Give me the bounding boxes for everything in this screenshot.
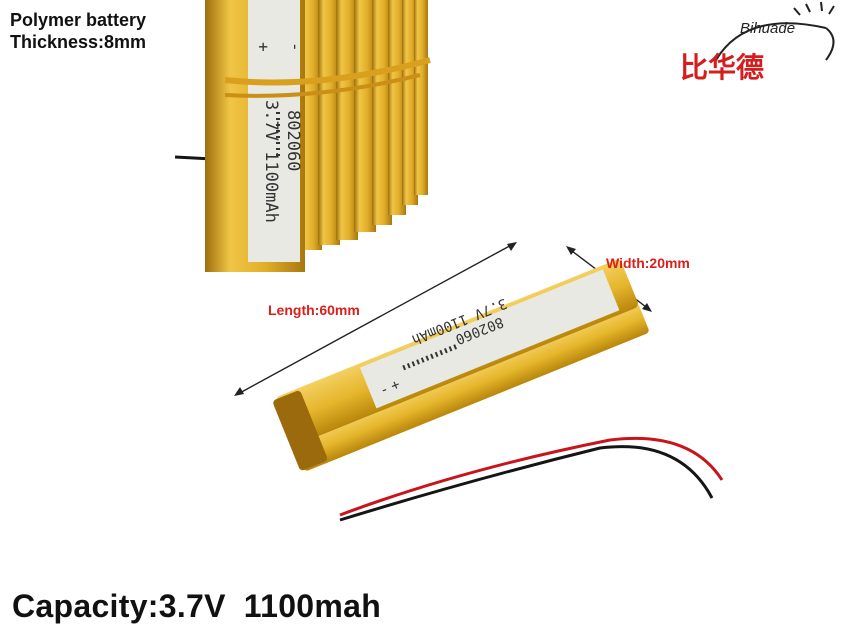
single-barcode (402, 344, 458, 371)
single-wire-red (339, 436, 724, 517)
title-line-1: Polymer battery (10, 10, 147, 30)
capacity-line: Capacity:3.7V 1100mah (12, 588, 381, 625)
stack-spec-text: 3.7V 1100mAh (261, 100, 281, 223)
logo-brand-cn: 比华德 (680, 51, 765, 84)
length-label: Length:60mm (268, 302, 360, 318)
single-battery: 802060 3.7V 1100mAh + - (273, 259, 724, 522)
title-line-2: Thickness:8mm (10, 31, 147, 52)
brand-logo: Bihuade 比华德 (676, 0, 846, 90)
single-battery-side (294, 303, 649, 471)
stack-model-text: 802060 (283, 110, 303, 171)
length-arrow (234, 242, 517, 396)
protection-board (273, 390, 328, 471)
stack-pos-text: + (254, 42, 273, 52)
single-wire-black (339, 445, 714, 522)
single-battery-label (359, 269, 620, 409)
logo-brand-en: Bihuade (740, 20, 796, 37)
width-label: Width:20mm (606, 255, 690, 271)
capacity-label: Capacity:3.7V (12, 588, 226, 624)
capacity-value: 1100mah (243, 588, 382, 624)
stack-back-cells (300, 0, 428, 250)
title-block: Polymer battery Thickness:8mm (10, 10, 146, 53)
logo-swoosh-icon (715, 1, 835, 61)
stack-neg-text: - (286, 42, 305, 52)
stack-front-label (248, 0, 300, 262)
rubber-band-2 (224, 73, 421, 98)
battery-stack: 802060 3.7V 1100mAh + - (174, 0, 431, 272)
stack-barcode (276, 112, 280, 156)
rubber-band (224, 57, 431, 86)
